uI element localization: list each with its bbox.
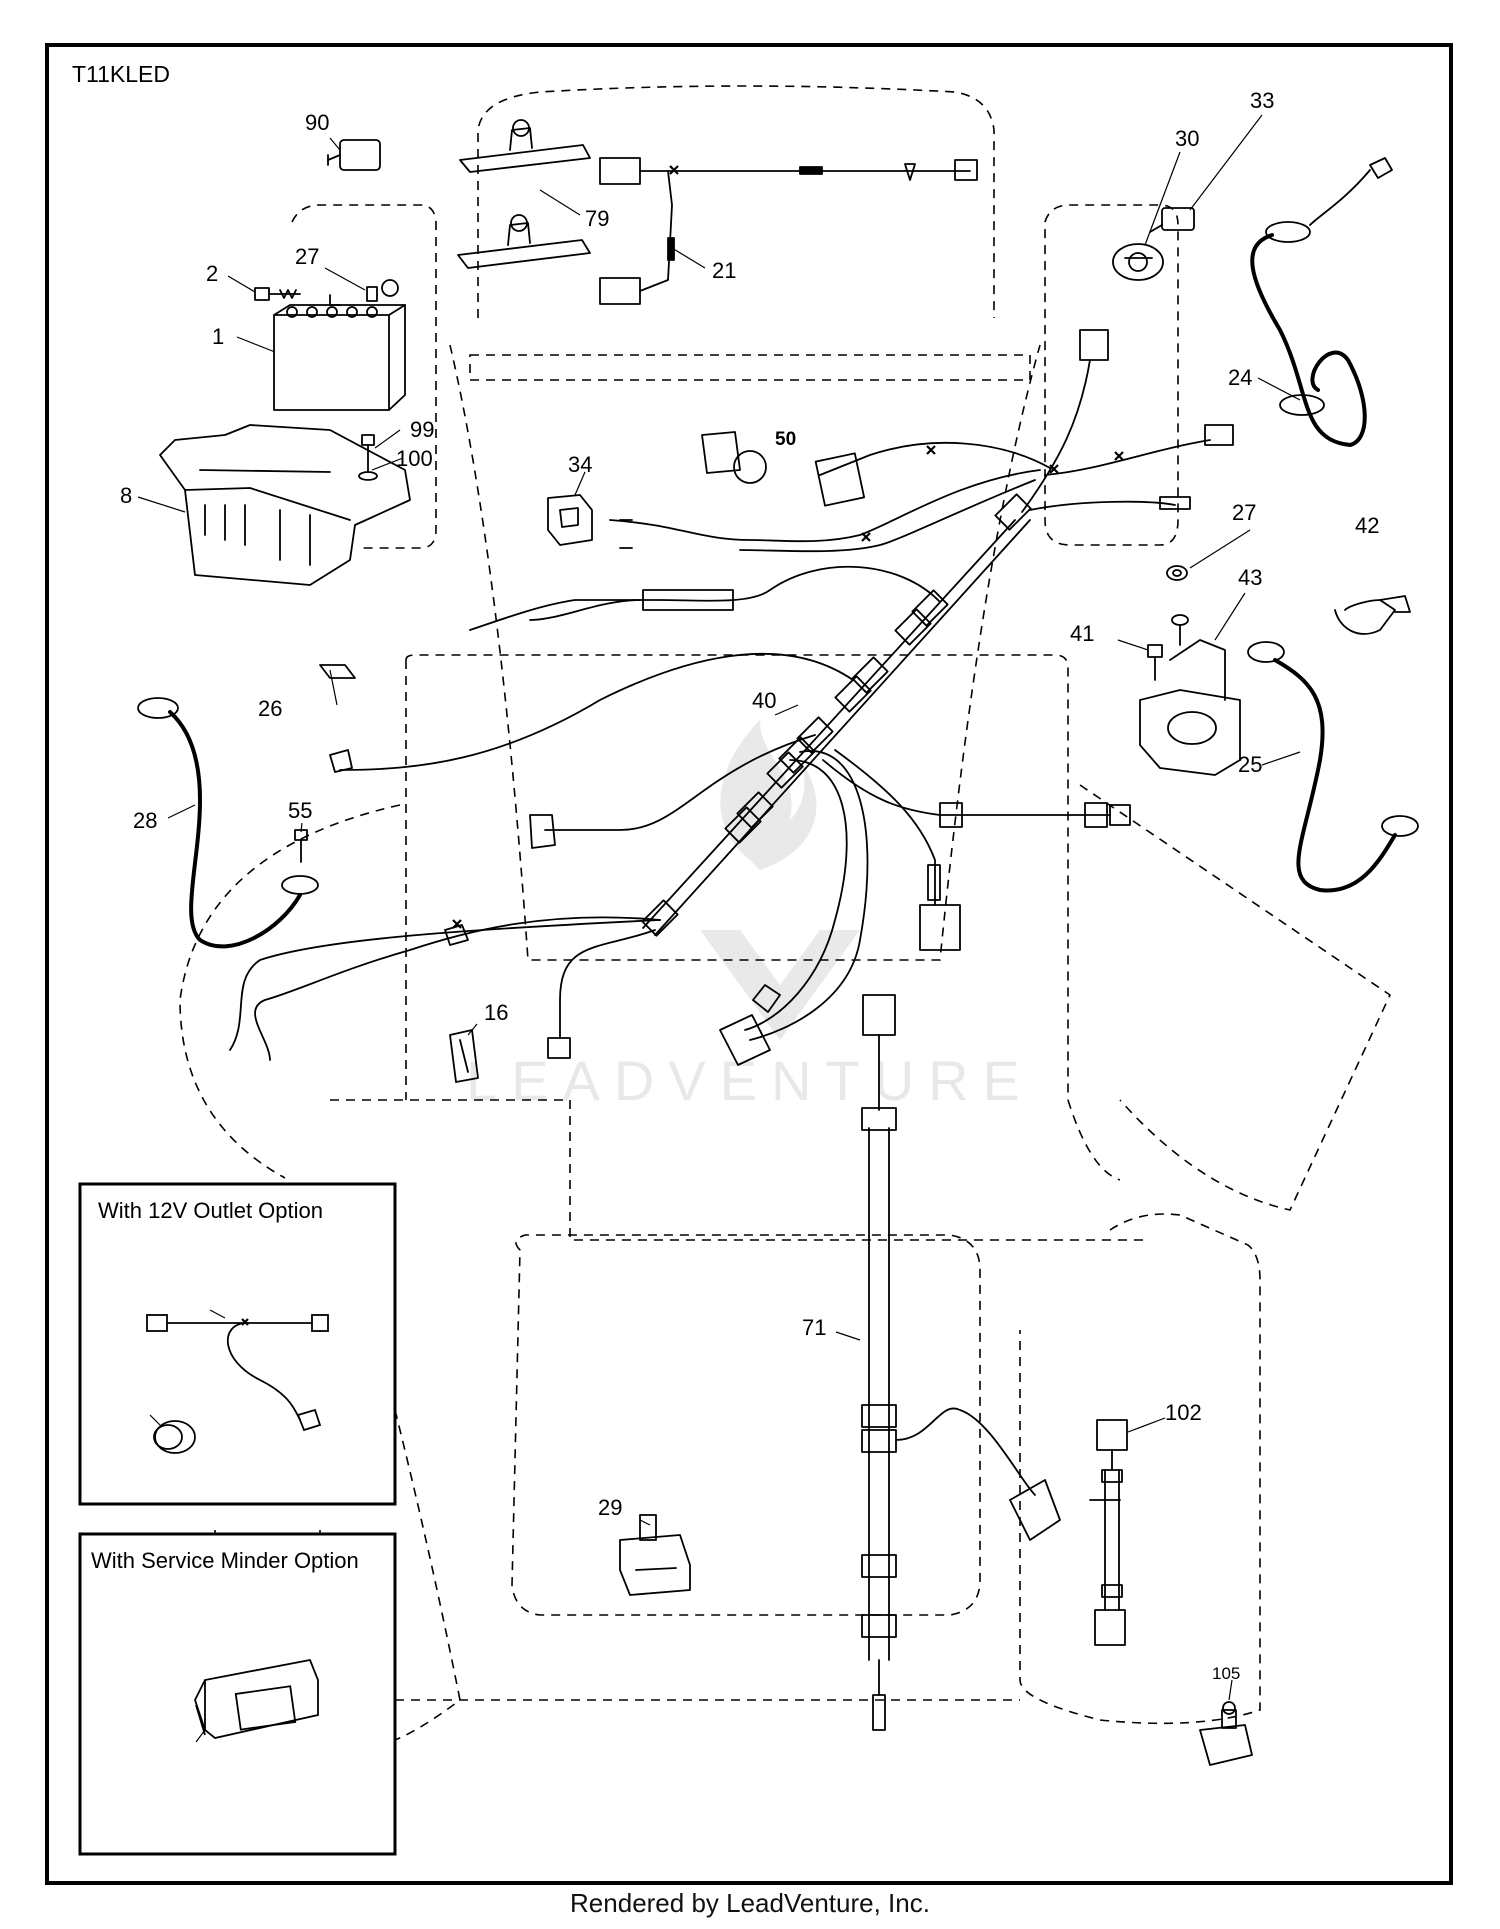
- cable-28: [137, 697, 319, 949]
- splice-marks: [241, 165, 1124, 1326]
- callout-21: 21: [712, 258, 736, 283]
- inset-12v-outlet: With 12V Outlet Option: [78, 1182, 397, 1506]
- boot-42: [1334, 595, 1411, 635]
- callouts: 1 2 8 16 21 24 25 26 27 27 28 29 30 33 3…: [118, 88, 1379, 1770]
- callout-41: 41: [1070, 621, 1094, 646]
- inset-service-title: With Service Minder Option: [91, 1548, 359, 1573]
- part-102: [1089, 1419, 1128, 1646]
- harness-21: [599, 157, 978, 305]
- battery: [273, 279, 406, 411]
- callout-2: 2: [206, 261, 218, 286]
- callout-34: 34: [568, 452, 592, 477]
- callout-8: 8: [120, 483, 132, 508]
- switch-34: [547, 494, 593, 546]
- bolt-2: [254, 287, 301, 301]
- switch-29: [619, 1514, 691, 1596]
- leader-lines: [137, 114, 1301, 1701]
- battery-tray: [159, 424, 411, 586]
- callout-79: 79: [585, 206, 609, 231]
- headlight-lower: [457, 214, 591, 269]
- ignition-switch: [1112, 243, 1164, 281]
- callout-16: 16: [484, 1000, 508, 1025]
- callout-43: 43: [1238, 565, 1262, 590]
- callout-24: 24: [1228, 365, 1252, 390]
- inset-12v-title: With 12V Outlet Option: [98, 1198, 323, 1223]
- harness-40: [229, 329, 1234, 1066]
- screw-55: [294, 829, 308, 863]
- callout-105: 105: [1212, 1664, 1240, 1683]
- callout-50: 50: [775, 429, 796, 450]
- callout-28: 28: [133, 808, 157, 833]
- inset-service-minder: With Service Minder Option: [78, 1532, 397, 1856]
- relay-16: [449, 1029, 479, 1083]
- callout-42: 42: [1355, 513, 1379, 538]
- callout-33: 33: [1250, 88, 1274, 113]
- diagram-frame: [45, 43, 1453, 1885]
- nut-27a: [366, 286, 378, 302]
- nut-27b: [1166, 565, 1188, 581]
- callout-25: 25: [1238, 752, 1262, 777]
- callout-1: 1: [212, 324, 224, 349]
- fuse-26: [319, 664, 356, 679]
- part-90: [327, 139, 381, 171]
- callout-102: 102: [1165, 1400, 1202, 1425]
- callout-90: 90: [305, 110, 329, 135]
- diagram-code: T11KLED: [72, 61, 170, 87]
- callout-100: 100: [396, 446, 433, 471]
- key-33: [1149, 207, 1195, 233]
- cable-24: [1250, 157, 1393, 447]
- callout-26: 26: [258, 696, 282, 721]
- tractor-outline: [179, 85, 1392, 1741]
- part-105: [1199, 1701, 1253, 1766]
- bolt-41: [1147, 644, 1163, 681]
- footer-credit: Rendered by LeadVenture, Inc.: [570, 1888, 930, 1918]
- callout-27a: 27: [295, 244, 319, 269]
- screw-99: [358, 434, 378, 481]
- cable-25: [1247, 641, 1419, 893]
- callout-27b: 27: [1232, 500, 1256, 525]
- callout-30: 30: [1175, 126, 1199, 151]
- callout-40: 40: [752, 688, 776, 713]
- headlight-upper: [459, 119, 591, 173]
- callout-99: 99: [410, 417, 434, 442]
- harness-71: [861, 994, 1061, 1731]
- callout-71: 71: [802, 1315, 826, 1340]
- callout-55: 55: [288, 798, 312, 823]
- callout-29: 29: [598, 1495, 622, 1520]
- switch-50: [701, 431, 767, 484]
- solenoid-43: [1139, 614, 1241, 776]
- watermark: LEADVENTURE: [466, 720, 1034, 1112]
- watermark-text: LEADVENTURE: [466, 1049, 1034, 1112]
